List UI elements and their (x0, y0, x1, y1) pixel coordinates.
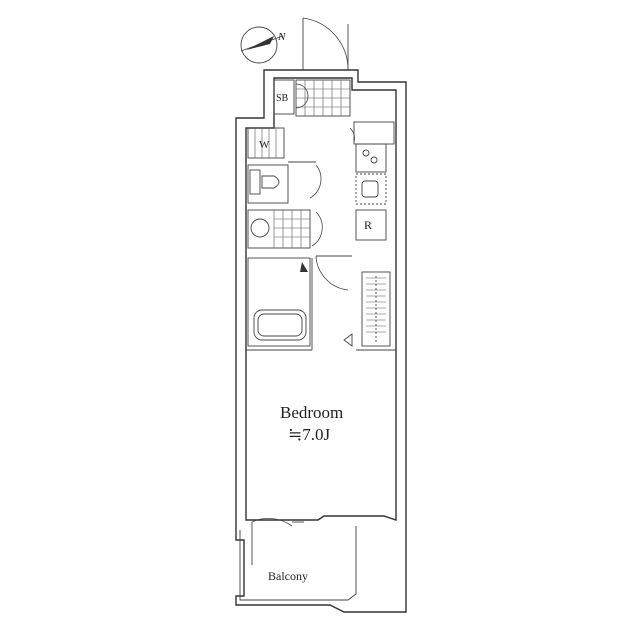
balcony: Balcony (239, 526, 357, 601)
bedroom-size: ≒7.0J (288, 425, 330, 444)
compass-icon: N (240, 26, 286, 64)
genkan-tiles (295, 79, 351, 117)
washer-label: W (259, 139, 270, 151)
washroom (247, 209, 323, 249)
entrance-door (302, 17, 349, 71)
kitchen (349, 121, 395, 205)
refrigerator-label: R (364, 218, 372, 232)
shoe-box: SB (273, 79, 295, 115)
outer-walls (235, 69, 407, 613)
refrigerator-space: R (355, 209, 387, 241)
balcony-label: Balcony (268, 569, 308, 583)
compass-north-letter: N (277, 31, 286, 43)
bedroom-label: Bedroom (280, 403, 343, 422)
shoe-box-label: SB (276, 93, 289, 104)
stove-burner-icon (362, 149, 370, 157)
hall-door (315, 255, 352, 291)
washer-space: W (247, 127, 285, 159)
bathtub-icon (253, 309, 307, 341)
closet (343, 271, 391, 347)
toilet-room (247, 161, 322, 204)
washbasin-icon (250, 218, 270, 238)
balcony-door (251, 518, 304, 565)
bathroom (247, 257, 311, 347)
toilet-icon (261, 175, 280, 189)
bedroom: Bedroom ≒7.0J (246, 258, 396, 444)
